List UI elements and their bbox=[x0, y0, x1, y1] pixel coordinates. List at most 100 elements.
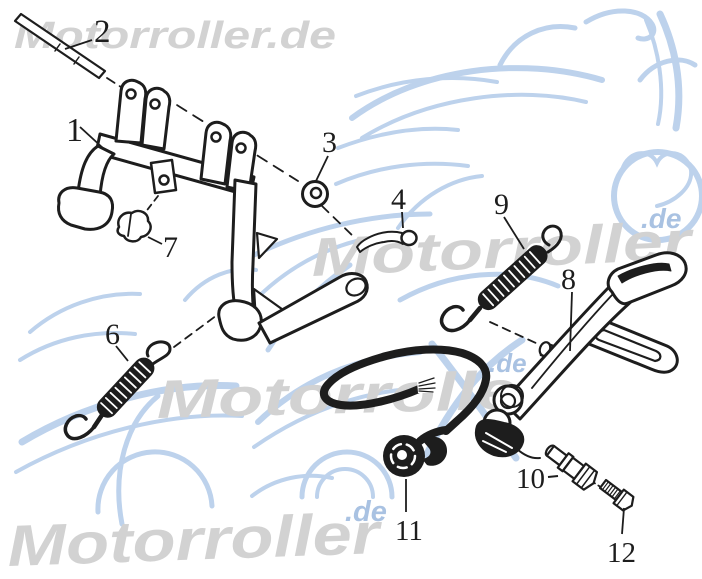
callout-9-label: 9 bbox=[494, 188, 509, 221]
part-side-stand-spring bbox=[439, 224, 563, 333]
spring6-top-hook bbox=[145, 340, 172, 368]
sidestand-bracket-tail bbox=[516, 448, 541, 460]
stand-ear-3-hole bbox=[210, 131, 222, 143]
spring9-tail bbox=[467, 305, 483, 323]
callout-7: 7 bbox=[147, 231, 178, 264]
sketch-mid-s-2 bbox=[253, 238, 362, 302]
callout-4: 4 bbox=[391, 183, 406, 229]
callout-3: 3 bbox=[315, 126, 337, 182]
callout-1-label: 1 bbox=[66, 112, 83, 149]
callout-12: 12 bbox=[607, 507, 636, 569]
rod-tick-1 bbox=[54, 43, 61, 52]
stand-ear-2-hole bbox=[149, 98, 161, 110]
callout-11: 11 bbox=[395, 479, 423, 547]
switch-cable-neck bbox=[416, 426, 450, 445]
spring9-coil-gaps bbox=[482, 251, 541, 307]
callout-4-label: 4 bbox=[391, 183, 406, 216]
watermark-middle-left-domain: .de bbox=[489, 348, 527, 378]
sidestand-paddle-band bbox=[617, 262, 672, 284]
sketch-bl-swoosh-2 bbox=[14, 413, 244, 474]
part-main-stand-spring bbox=[63, 340, 172, 441]
sketch-seat-curve bbox=[637, 57, 698, 83]
watermark-middle-right-domain: .de bbox=[641, 203, 681, 234]
callouts: 1 2 3 4 6 7 8 9 bbox=[64, 14, 636, 569]
sketch-bl-arc bbox=[250, 473, 334, 498]
sidestand-pivot-hole bbox=[499, 392, 517, 410]
spring6-tail bbox=[91, 409, 107, 430]
sketch-mid-wheel-arc-2 bbox=[315, 467, 375, 499]
callout-8: 8 bbox=[561, 263, 576, 352]
spring9-top-hook bbox=[541, 224, 563, 254]
stand-left-foot bbox=[57, 186, 115, 231]
sketch-floor-line-1 bbox=[336, 126, 460, 150]
pin-eye bbox=[400, 229, 418, 247]
part-center-stand bbox=[57, 78, 369, 345]
callout-7-leader bbox=[147, 236, 163, 245]
stand-lever-end bbox=[345, 277, 367, 297]
part-stand-switch-cable bbox=[319, 345, 491, 477]
callout-9: 9 bbox=[494, 188, 525, 250]
callout-10: 10 bbox=[516, 463, 559, 495]
pin-shaft bbox=[356, 230, 404, 253]
exploded-parts-drawing bbox=[13, 12, 688, 512]
callout-8-leader bbox=[569, 291, 573, 352]
callout-6: 6 bbox=[105, 318, 129, 362]
sketch-neck-outer bbox=[656, 10, 683, 132]
sketch-fender-heart bbox=[620, 151, 694, 208]
switch-hole bbox=[397, 450, 407, 460]
watermark-bottom-domain: .de bbox=[345, 496, 387, 528]
rod-tick-2 bbox=[73, 56, 80, 65]
switch-ring bbox=[389, 442, 417, 470]
bolt-hex-line-2 bbox=[580, 469, 596, 489]
callout-6-leader bbox=[115, 345, 129, 362]
callout-12-leader bbox=[621, 507, 625, 535]
callout-1: 1 bbox=[66, 112, 105, 150]
sketch-front-wheel bbox=[611, 149, 702, 243]
stand-lever bbox=[257, 272, 369, 345]
spring6-coil-gaps bbox=[100, 361, 152, 415]
sketch-bl-wheel-arc bbox=[95, 449, 215, 515]
screw-hex-line bbox=[616, 491, 628, 507]
dash-spring9-to-lug bbox=[489, 321, 539, 345]
cap-body bbox=[116, 209, 152, 243]
sidestand-pivot-bracket bbox=[475, 419, 525, 458]
screw-hex-head bbox=[612, 488, 635, 512]
sidestand-bracket-hatch-2 bbox=[482, 440, 507, 453]
part-cap-nut bbox=[116, 209, 152, 243]
callout-6-label: 6 bbox=[105, 318, 120, 351]
callout-12-label: 12 bbox=[607, 537, 636, 569]
part-pivot-bolt bbox=[544, 444, 599, 491]
stand-ear-4-hole bbox=[235, 142, 247, 154]
callout-4-leader bbox=[401, 211, 404, 229]
cable-fray-wires bbox=[418, 377, 436, 393]
cap-facet bbox=[127, 213, 132, 237]
bolt-hex-line-1 bbox=[575, 465, 591, 486]
switch-cable bbox=[319, 345, 491, 435]
rod-shaft bbox=[13, 12, 107, 80]
callout-1-leader bbox=[79, 126, 105, 150]
washer-inner bbox=[309, 186, 323, 200]
stand-ear-2 bbox=[140, 86, 172, 151]
callout-3-label: 3 bbox=[322, 126, 337, 159]
sketch-bl-s-curve bbox=[116, 393, 161, 527]
stand-right-leg bbox=[230, 178, 258, 317]
sidestand-bracket-hatch-1 bbox=[485, 432, 513, 449]
sketch-bl-upper-2 bbox=[18, 331, 137, 362]
stand-ear-1-hole bbox=[125, 88, 137, 100]
callout-2-label: 2 bbox=[94, 14, 111, 50]
stand-ear-4 bbox=[225, 130, 258, 194]
stand-right-foot bbox=[217, 299, 263, 342]
callout-8-label: 8 bbox=[561, 263, 576, 296]
part-pivot-rod bbox=[13, 12, 107, 80]
callout-10-label: 10 bbox=[516, 463, 545, 495]
sketch-floor-line-2 bbox=[334, 161, 470, 186]
sketch-front-apron bbox=[497, 24, 578, 68]
callout-2: 2 bbox=[64, 14, 111, 50]
part-side-stand bbox=[475, 251, 688, 460]
sketch-body-curve bbox=[396, 174, 484, 230]
callout-2-leader bbox=[64, 39, 93, 50]
switch-claw bbox=[422, 436, 448, 466]
spring6-bottom-hook bbox=[63, 413, 96, 441]
